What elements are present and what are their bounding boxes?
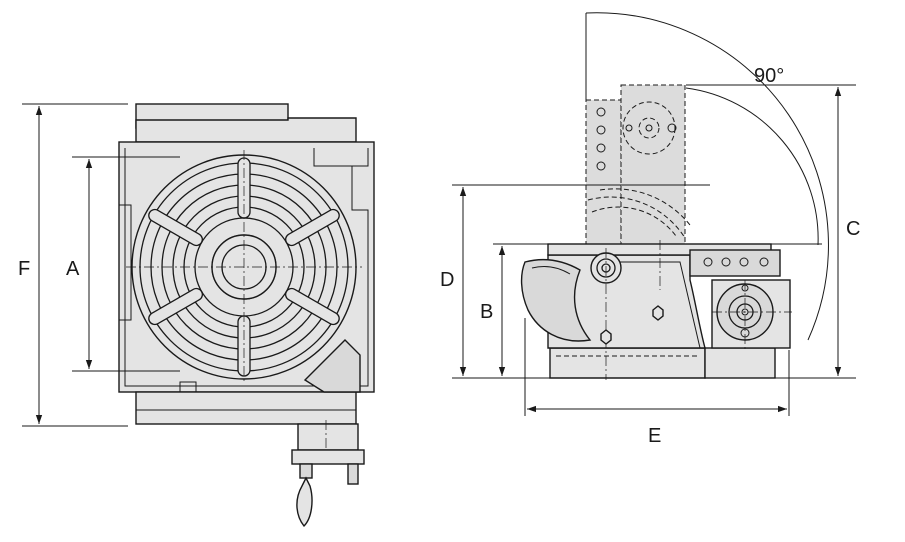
label-A: A	[66, 258, 80, 280]
dimension-F: F	[18, 103, 128, 427]
label-E: E	[648, 425, 661, 447]
handle-grip	[296, 476, 313, 528]
tilted-table-phantom	[585, 84, 691, 251]
dimension-B: B	[480, 243, 822, 376]
tilt-sweep-outer	[585, 12, 829, 341]
top-housing-step	[135, 117, 357, 143]
swivel-cradle	[547, 254, 706, 349]
dimension-E: E	[524, 318, 790, 447]
side-view: 90°	[520, 12, 829, 380]
worm-housing	[303, 339, 361, 393]
t-slots	[148, 157, 340, 377]
label-D: D	[440, 269, 454, 291]
top-view	[118, 103, 375, 528]
body-right-notch	[313, 148, 352, 167]
label-F: F	[18, 258, 30, 280]
dimension-D: D	[440, 184, 710, 379]
bottom-housing	[135, 391, 357, 425]
label-B: B	[480, 301, 493, 323]
key-slot	[179, 381, 197, 392]
dimension-C: C	[686, 84, 860, 379]
crescent-plate	[520, 258, 592, 342]
body-left-step	[119, 204, 132, 321]
handwheel-assembly	[291, 420, 365, 528]
side-base-right	[704, 347, 776, 379]
label-C: C	[846, 218, 860, 240]
tilt-angle-label: 90°	[754, 65, 784, 87]
side-base	[549, 347, 706, 379]
tilt-sweep-inner	[685, 87, 819, 246]
body-inner-outline	[124, 148, 369, 387]
dimension-A: A	[66, 156, 180, 372]
